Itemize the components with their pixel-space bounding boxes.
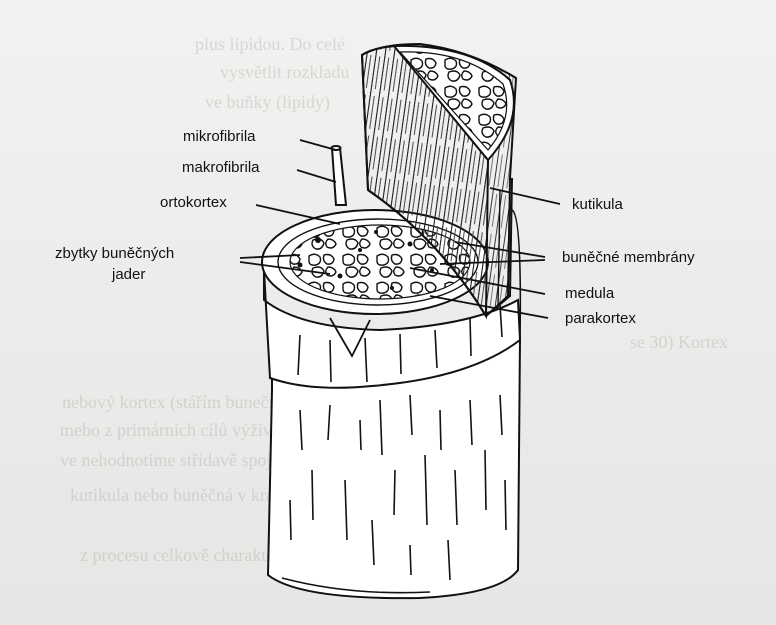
label-mikrofibrila: mikrofibrila [183,128,256,146]
label-makrofibrila: makrofibrila [182,159,260,177]
label-medula: medula [565,285,614,303]
label-parakortex: parakortex [565,310,636,328]
label-bunecne-membrany: buněčné membrány [562,249,695,267]
label-zbytky-line1: zbytky buněčných [55,245,174,263]
label-ortokortex: ortokortex [160,194,227,212]
label-kutikula: kutikula [572,196,623,214]
microfibril-rod [332,146,347,205]
label-zbytky-line2: jader [112,266,145,284]
